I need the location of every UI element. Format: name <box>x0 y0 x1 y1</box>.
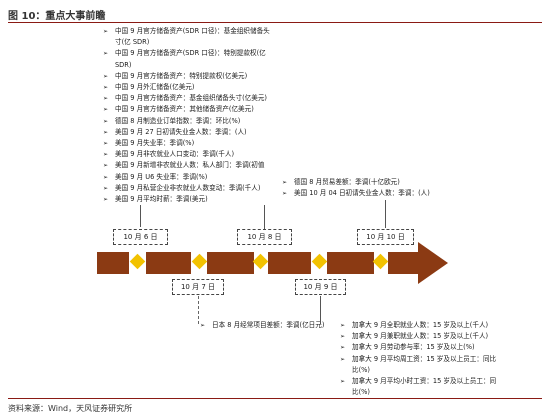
date-box-oct9: 10 月 9 日 <box>295 279 346 295</box>
list-item: 加拿大 9 月全职就业人数：15 岁及以上(千人) <box>340 320 496 331</box>
list-item: 加拿大 9 月兼职就业人数：15 岁及以上(千人) <box>340 331 496 342</box>
list-item: 中国 9 月官方储备资产：其他储备资产(亿美元) <box>103 104 270 115</box>
list-item: 美国 9 月非农就业人口变动：季调(千人) <box>103 149 270 160</box>
list-item: 美国 9 月新增非农就业人数：私人部门：季调(初值 <box>103 160 270 171</box>
timeline-diamond-oct9 <box>311 253 328 270</box>
timeline-segment <box>268 252 311 274</box>
list-item: 德国 8 月贸易差额：季调(十亿欧元) <box>282 177 430 188</box>
list-item: 美国 10 月 04 日初请失业金人数：季调：(人) <box>282 188 430 199</box>
list-item: 德国 8 月制造业订单指数：季调：环比(%) <box>103 116 270 127</box>
list-item-continuation: 比(%) <box>352 365 371 374</box>
figure-title: 图 10：重点大事前瞻 <box>8 11 106 22</box>
timeline-segment <box>207 252 254 274</box>
connector-oct9 <box>320 296 321 324</box>
list-item: 美国 9 月 U6 失业率：季调(%) <box>103 172 270 183</box>
list-item: 中国 9 月官方储备资产：基金组织储备头寸(亿美元) <box>103 93 270 104</box>
date-box-oct6: 10 月 6 日 <box>113 229 168 245</box>
list-item: 中国 9 月官方储备资产(SDR 口径)：基金组织储备头 <box>103 26 270 37</box>
date-box-oct10: 10 月 10 日 <box>357 229 414 245</box>
timeline-diamond-oct8 <box>252 253 269 270</box>
timeline-segment <box>388 252 420 274</box>
footer-rule <box>8 398 542 399</box>
date-box-oct8: 10 月 8 日 <box>237 229 292 245</box>
list-item: 美国 9 月 27 日初请失业金人数：季调：(人) <box>103 127 270 138</box>
list-item-continuation: 比(%) <box>352 388 371 397</box>
list-item: 日本 8 月经常项目差额：季调(亿日元) <box>200 320 324 331</box>
connector-oct10 <box>385 200 386 228</box>
timeline-segment <box>146 252 191 274</box>
list-item: 中国 9 月外汇储备(亿美元) <box>103 82 270 93</box>
list-item: 加拿大 9 月平均小时工资：15 岁及以上员工：同 <box>340 376 496 387</box>
connector-oct7 <box>198 296 199 324</box>
list-item: 美国 9 月失业率：季调(%) <box>103 138 270 149</box>
timeline-arrowhead <box>418 242 448 284</box>
list-item: 美国 9 月私营企业非农就业人数变动：季调(千人) <box>103 183 270 194</box>
oct7-events-list: 日本 8 月经常项目差额：季调(亿日元) <box>200 320 324 331</box>
list-item: 中国 9 月官方储备资产(SDR 口径)：特别提款权(亿 <box>103 48 270 59</box>
list-item: 加拿大 9 月平均周工资：15 岁及以上员工：同比 <box>340 354 496 365</box>
list-item-continuation: SDR) <box>115 60 132 69</box>
timeline-segment <box>97 252 129 274</box>
date-box-oct7: 10 月 7 日 <box>172 279 224 295</box>
oct9-events-list: 加拿大 9 月全职就业人数：15 岁及以上(千人)加拿大 9 月兼职就业人数：1… <box>340 320 496 398</box>
source-note: 资料来源：Wind，天风证券研究所 <box>8 404 133 413</box>
list-item-continuation: 寸(亿 SDR) <box>115 38 150 47</box>
connector-oct6 <box>140 205 141 227</box>
list-item: 加拿大 9 月劳动参与率：15 岁及以上(%) <box>340 342 496 353</box>
timeline-diamond-oct10 <box>372 253 389 270</box>
timeline-segment <box>327 252 374 274</box>
timeline-diamond-oct6 <box>129 253 146 270</box>
list-item: 美国 9 月平均时薪：季调(美元) <box>103 194 270 205</box>
title-rule <box>8 22 542 23</box>
timeline-diamond-oct7 <box>191 253 208 270</box>
oct6-events-list: 中国 9 月官方储备资产(SDR 口径)：基金组织储备头寸(亿 SDR)中国 9… <box>103 26 270 205</box>
connector-oct8 <box>264 205 265 229</box>
oct10-events-list: 德国 8 月贸易差额：季调(十亿欧元)美国 10 月 04 日初请失业金人数：季… <box>282 177 430 200</box>
list-item: 中国 9 月官方储备资产：特别提款权(亿美元) <box>103 71 270 82</box>
